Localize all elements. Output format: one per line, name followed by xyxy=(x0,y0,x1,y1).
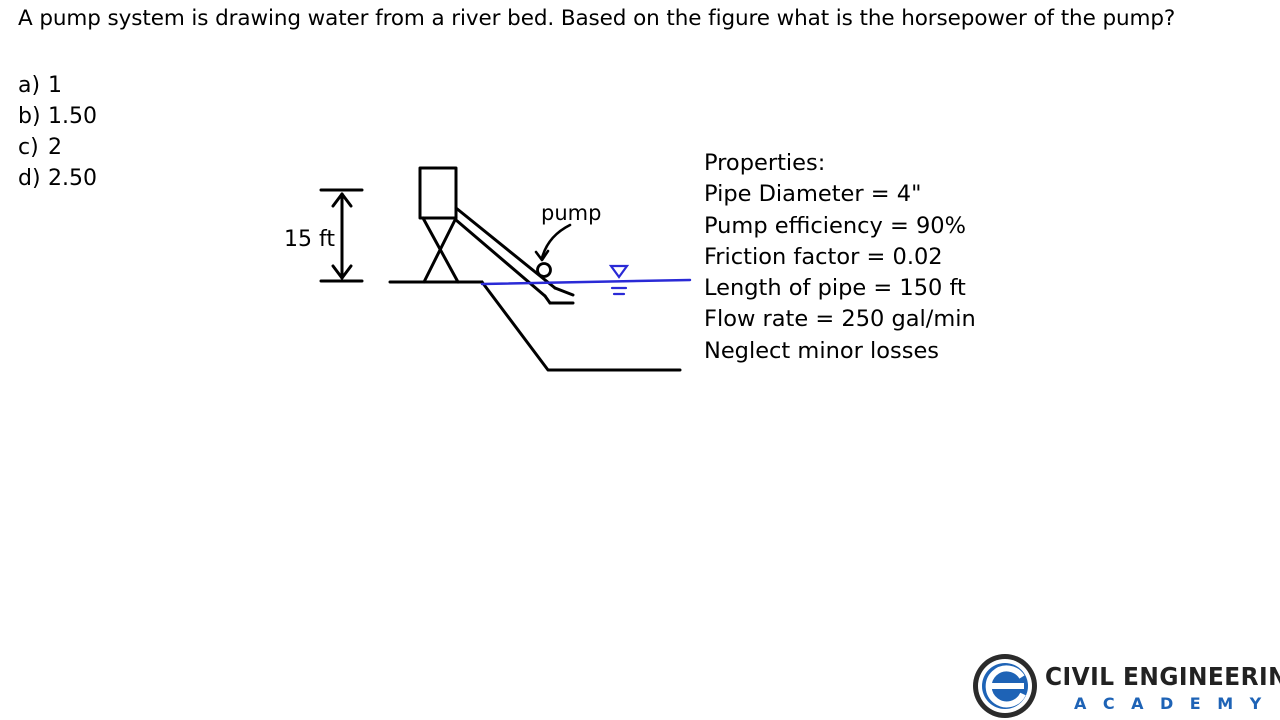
water-level-symbol xyxy=(608,264,630,279)
choice-letter: d) xyxy=(18,166,41,191)
answer-choices: a) 1 b) 1.50 c) 2 d) 2.50 xyxy=(18,70,97,194)
property-pipe-length: Length of pipe = 150 ft xyxy=(704,275,966,302)
property-minor-losses: Neglect minor losses xyxy=(704,337,940,364)
pump-leader-arrow xyxy=(534,249,550,262)
properties-heading: Properties: xyxy=(704,150,826,176)
choice-c: c) 2 xyxy=(18,132,97,163)
civil-engineering-academy-logo: CIVIL ENGINEERING ACADEMY xyxy=(970,650,1280,720)
river-bed xyxy=(480,280,682,372)
properties-panel: Properties: Pipe Diameter = 4" Pump effi… xyxy=(704,148,976,367)
choice-b: b) 1.50 xyxy=(18,101,97,132)
pump-leader-line xyxy=(540,223,572,260)
water-surface-line xyxy=(480,278,692,286)
logo-emblem-icon xyxy=(973,654,1037,718)
tank-stand-leg xyxy=(422,216,458,284)
choice-letter: b) xyxy=(18,104,41,129)
choice-value: 1 xyxy=(48,73,62,98)
choice-value: 2.50 xyxy=(48,166,97,191)
pump-symbol xyxy=(536,262,552,278)
choice-value: 2 xyxy=(48,135,62,160)
property-pipe-diameter: Pipe Diameter = 4" xyxy=(704,181,922,208)
property-pump-efficiency: Pump efficiency = 90% xyxy=(704,212,966,239)
choice-value: 1.50 xyxy=(48,104,97,129)
property-friction-factor: Friction factor = 0.02 xyxy=(704,243,943,270)
choice-letter: a) xyxy=(18,73,41,98)
logo-sub-text: ACADEMY xyxy=(1074,694,1278,713)
logo-name-text: CIVIL ENGINEERING xyxy=(1045,662,1280,691)
choice-d: d) 2.50 xyxy=(18,163,97,194)
property-flow-rate: Flow rate = 250 gal/min xyxy=(704,306,976,333)
dimension-arrow-up xyxy=(331,192,353,208)
height-label: 15 ft xyxy=(284,227,335,252)
choice-letter: c) xyxy=(18,135,39,160)
question-text: A pump system is drawing water from a ri… xyxy=(18,6,1176,31)
dimension-arrow-down xyxy=(331,264,353,280)
storage-tank xyxy=(418,166,458,220)
choice-a: a) 1 xyxy=(18,70,97,101)
pump-label: pump xyxy=(541,201,601,225)
pipe-outlet xyxy=(553,286,575,297)
